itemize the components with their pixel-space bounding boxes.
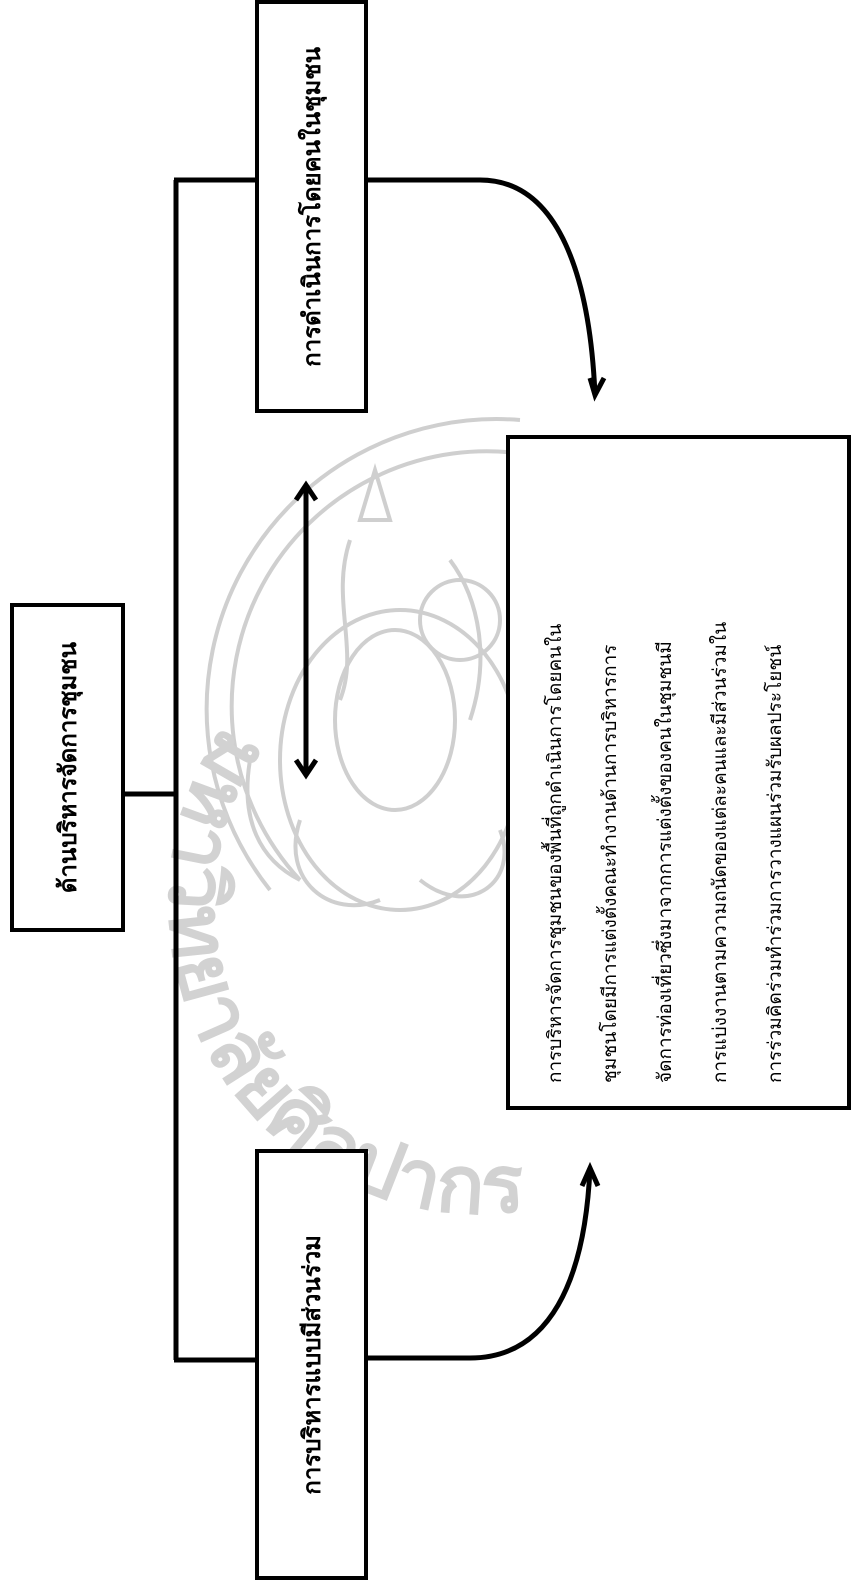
description-line: การแบ่งงานตามความถนัดของแต่ละคนและมีส่วน… [709, 621, 731, 1083]
double-arrow-bottom-icon [293, 758, 319, 780]
bottom-curved-arrow [368, 1167, 593, 1361]
top-curved-arrow [368, 177, 598, 396]
description-line: ชุมชนโดยมีการแต่งตั้งคณะทำงานด้านการบริห… [599, 644, 621, 1083]
double-arrow-top-icon [293, 480, 319, 502]
description-line: การบริหารจัดการชุมชนของพื้นที่ถูกดำเนินก… [544, 623, 566, 1083]
bottom-arrowhead-icon [579, 1161, 601, 1188]
main-node-box: ด้านบริหารจัดการชุมชน [10, 603, 125, 932]
description-box: การบริหารจัดการชุมชนของพื้นที่ถูกดำเนินก… [506, 435, 851, 1110]
description-text: การบริหารจัดการชุมชนของพื้นที่ถูกดำเนินก… [528, 463, 803, 1083]
branch-label-participatory-management: การบริหารแบบมีส่วนร่วม [298, 1234, 326, 1495]
top-arrowhead-icon [587, 376, 607, 402]
main-node-label: ด้านบริหารจัดการชุมชน [54, 641, 82, 894]
branch-box-participatory-management: การบริหารแบบมีส่วนร่วม [255, 1149, 368, 1580]
description-line: การร่วมคิดร่วมทำร่วมการวางแผนร่วมรับผลปร… [764, 644, 786, 1083]
branch-label-community-operation: การดำเนินการโดยคนในชุมชน [298, 46, 326, 367]
branch-box-community-operation: การดำเนินการโดยคนในชุมชน [255, 0, 368, 413]
description-line: จัดการท่องเที่ยวซึ่งมาจากการแต่งตั้งของค… [654, 640, 676, 1083]
